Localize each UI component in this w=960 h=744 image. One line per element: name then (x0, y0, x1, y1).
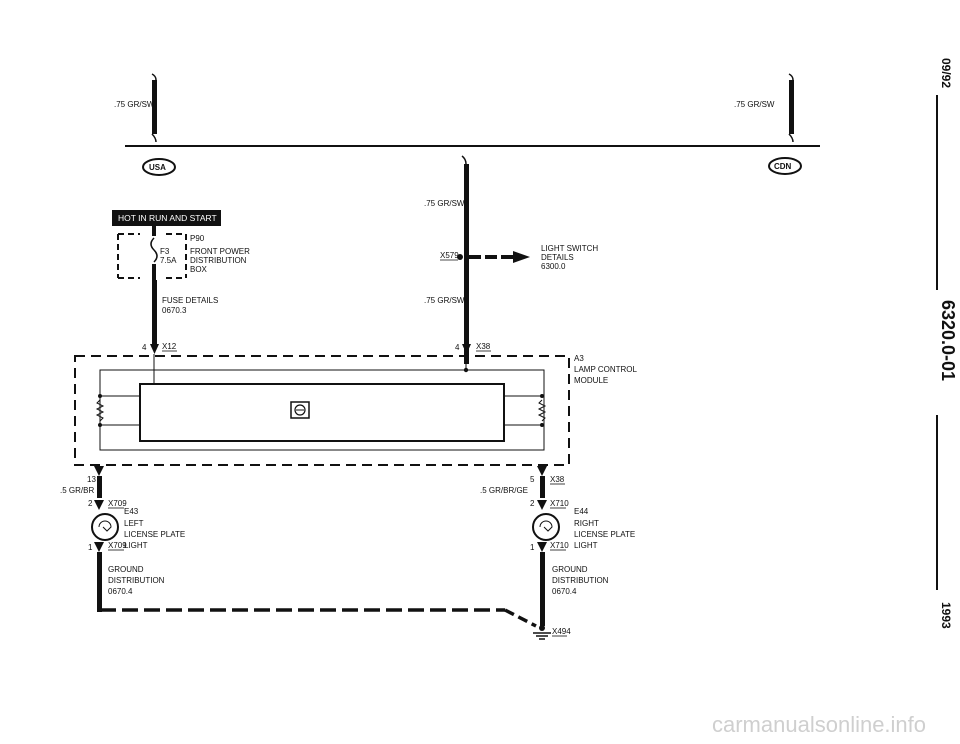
top-left-wire-label: .75 GR/SW (114, 100, 155, 109)
right-lamp-line1: RIGHT (574, 519, 599, 528)
svg-text:6320.0-01: 6320.0-01 (938, 300, 958, 381)
module-line2: MODULE (574, 376, 608, 385)
ground-left-line3: 0670.4 (108, 587, 133, 596)
fuse-line3: BOX (190, 265, 208, 274)
top-left-wire: .75 GR/SW (114, 73, 157, 143)
module-line1: LAMP CONTROL (574, 365, 638, 374)
left-lamp-line2: LICENSE PLATE (124, 530, 185, 539)
fuse-box: P90 F3 7.5A FRONT POWER DISTRIBUTION BOX (117, 226, 250, 280)
left-pin-13: 13 (87, 475, 96, 484)
left-lamp-conn-bottom: X709 (108, 541, 127, 550)
module-id: A3 (574, 354, 584, 363)
x12-label: X12 (162, 342, 177, 351)
right-lamp-conn-bottom: X710 (550, 541, 569, 550)
ground-point-label: X494 (552, 627, 571, 636)
sidebar-code: 6320.0-01 (938, 300, 958, 381)
left-feed-wire (152, 280, 157, 344)
svg-text:USA: USA (149, 163, 166, 172)
fuse-icon (150, 237, 158, 263)
fuse-line1: FRONT POWER (190, 247, 250, 256)
light-switch-line1: LIGHT SWITCH (541, 244, 598, 253)
arrow-right-icon (513, 251, 530, 263)
left-lamp-pin-top: 2 (88, 499, 93, 508)
sidebar-date: 09/92 (939, 58, 953, 88)
left-lamp-line3: LIGHT (124, 541, 148, 550)
x12-pin: 4 (142, 343, 147, 352)
right-lamp-id: E44 (574, 507, 589, 516)
fuse-details-line2: 0670.3 (162, 306, 187, 315)
svg-text:1993: 1993 (939, 602, 953, 629)
ground-left-line1: GROUND (108, 565, 144, 574)
fuse-name: F3 (160, 247, 170, 256)
svg-text:CDN: CDN (774, 162, 792, 171)
center-wire-label-upper: .75 GR/SW (424, 199, 465, 208)
module-internal-wiring (95, 354, 547, 451)
ground-bus (100, 608, 545, 628)
right-lamp-pin-top: 2 (530, 499, 535, 508)
svg-text:09/92: 09/92 (939, 58, 953, 88)
x38-label: X38 (476, 342, 491, 351)
cdn-badge: CDN (768, 157, 802, 175)
hot-in-run-label: HOT IN RUN AND START (112, 210, 221, 226)
center-wire-label-lower: .75 GR/SW (424, 296, 465, 305)
top-right-wire: .75 GR/SW (734, 73, 794, 143)
light-switch-line3: 6300.0 (541, 262, 566, 271)
ground-right-line3: 0670.4 (552, 587, 577, 596)
module-body (139, 383, 505, 442)
left-lamp-conn-top: X709 (108, 499, 127, 508)
left-bottom-wire-label: .5 GR/BR (60, 486, 94, 495)
watermark: carmanualsonline.info (712, 712, 926, 737)
fuse-line2: DISTRIBUTION (190, 256, 247, 265)
right-lamp-line3: LIGHT (574, 541, 598, 550)
module-chip-icon (290, 401, 310, 419)
svg-text:HOT IN RUN AND START: HOT IN RUN AND START (118, 213, 217, 223)
left-lamp-pin-bottom: 1 (88, 543, 93, 552)
light-switch-line2: DETAILS (541, 253, 574, 262)
right-lamp-conn-top: X710 (550, 499, 569, 508)
ground-symbol-icon (533, 625, 551, 640)
lamp-control-module-outline (74, 355, 570, 466)
right-bottom-wire-label: .5 GR/BR/GE (480, 486, 528, 495)
right-x38-label: X38 (550, 475, 565, 484)
top-right-wire-label: .75 GR/SW (734, 100, 775, 109)
ground-left-line2: DISTRIBUTION (108, 576, 165, 585)
right-pin-5: 5 (530, 475, 535, 484)
center-wire: .75 GR/SW .75 GR/SW X579 (424, 155, 530, 364)
right-lamp-pin-bottom: 1 (530, 543, 535, 552)
sidebar-year: 1993 (939, 602, 953, 629)
left-lamp-icon (91, 513, 119, 541)
ground-right-line2: DISTRIBUTION (552, 576, 609, 585)
fuse-details-line1: FUSE DETAILS (162, 296, 218, 305)
left-lamp-line1: LEFT (124, 519, 144, 528)
x38-pin: 4 (455, 343, 460, 352)
left-lamp-id: E43 (124, 507, 139, 516)
usa-badge: USA (142, 158, 176, 176)
fuse-id: P90 (190, 234, 205, 243)
right-lamp-icon (532, 513, 560, 541)
x579-label: X579 (440, 251, 459, 260)
ground-right-line1: GROUND (552, 565, 588, 574)
right-lamp-line2: LICENSE PLATE (574, 530, 635, 539)
fuse-rating: 7.5A (160, 256, 177, 265)
